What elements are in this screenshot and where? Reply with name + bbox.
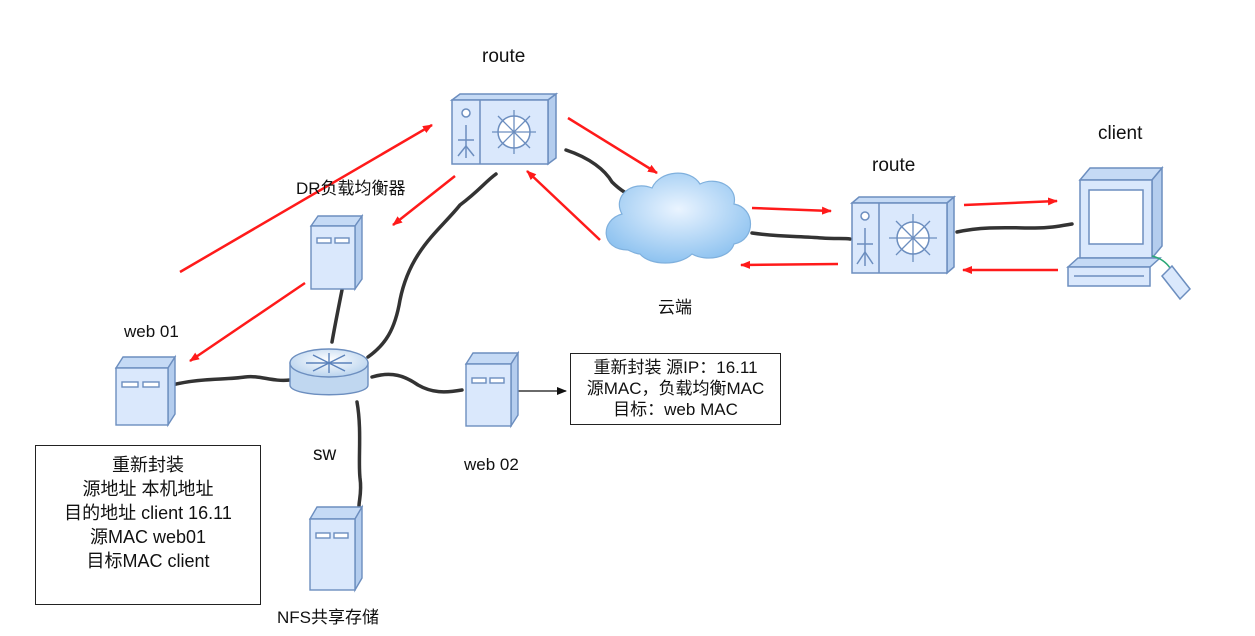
web01-note-line: 目标MAC client (86, 551, 210, 571)
web02-label: web 02 (464, 455, 519, 474)
flow-arrows (179, 116, 1058, 363)
web02-note-line: 目标：web MAC (613, 400, 738, 419)
arrow-web01-to-route (179, 123, 433, 274)
arrow-route-right-to-cloud (740, 260, 839, 269)
nfs-server-icon (308, 504, 364, 593)
web01-note-line: 重新封装 (112, 455, 184, 475)
link-switch-route-top (366, 172, 498, 359)
switch-icon (289, 348, 369, 396)
web01-note-line: 目的地址 client 16.11 (64, 503, 232, 523)
dr-server-icon (309, 213, 364, 292)
arrow-route-to-cloud (567, 116, 658, 175)
arrow-route-right-to-client (963, 197, 1058, 207)
web02-note-line: 重新封装 源IP：16.11 (593, 358, 758, 377)
link-switch-web02 (370, 372, 464, 394)
cloud-icon (605, 172, 751, 264)
route-top-icon (449, 92, 559, 166)
web01-note-box: 重新封装 源地址 本机地址 目的地址 client 16.11 源MAC web… (35, 445, 261, 605)
web01-server-icon (114, 354, 177, 428)
link-web01-switch (170, 374, 292, 387)
link-route-right-client (955, 222, 1074, 234)
dr-label: DR负载均衡器 (296, 179, 406, 198)
arrow-dr-to-web01 (189, 281, 306, 363)
arrow-route-to-dr (392, 175, 456, 226)
nfs-label: NFS共享存储 (277, 608, 379, 627)
link-cloud-route-right (750, 231, 852, 241)
client-label: client (1098, 123, 1143, 144)
route-top-label: route (482, 46, 526, 67)
route-right-label: route (872, 155, 916, 176)
route-right-icon (849, 195, 957, 275)
web01-note-line: 源地址 本机地址 (82, 479, 214, 499)
client-pc-icon (1066, 165, 1191, 301)
web01-note-line: 源MAC web01 (89, 527, 207, 547)
web01-label: web 01 (124, 322, 179, 341)
cloud-label: 云端 (658, 298, 692, 317)
links (170, 148, 1074, 508)
arrow-cloud-to-route-right (751, 206, 832, 215)
web02-note-line: 源MAC，负载均衡MAC (586, 379, 765, 398)
arrow-cloud-to-route (526, 170, 601, 241)
web02-server-icon (464, 350, 520, 429)
link-switch-nfs (355, 400, 363, 508)
web02-note-box: 重新封装 源IP：16.11 源MAC，负载均衡MAC 目标：web MAC (570, 353, 781, 425)
sw-label: sw (313, 444, 337, 465)
link-dr-switch (330, 288, 344, 344)
